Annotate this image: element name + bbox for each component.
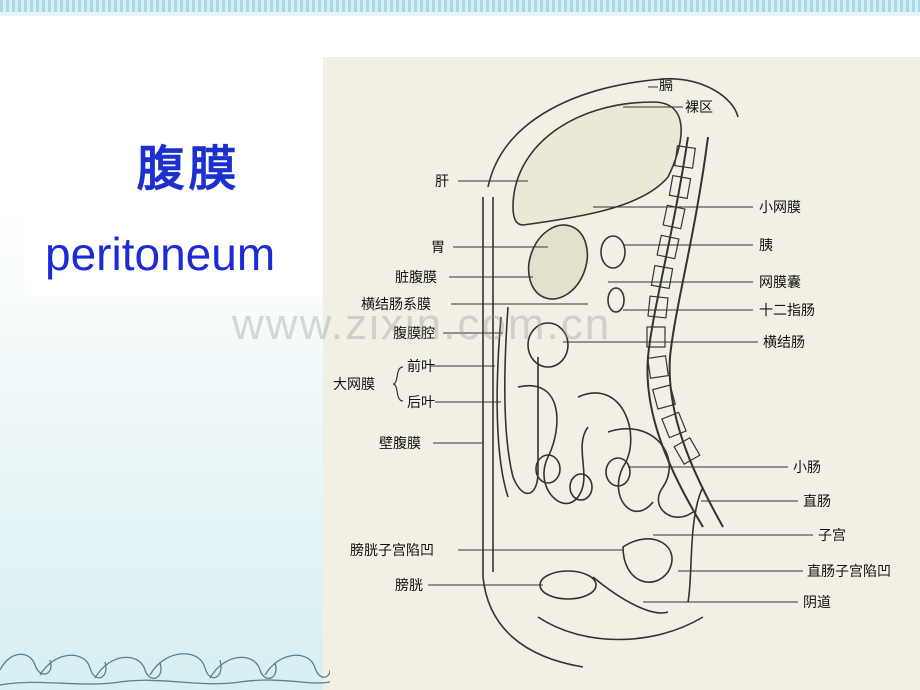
vertebrae — [646, 145, 701, 465]
greater-omentum-outer — [496, 316, 509, 498]
uterus-shape — [622, 538, 673, 583]
intestine-section-1 — [535, 454, 561, 484]
title-box: 腹膜 peritoneum — [25, 91, 352, 296]
label-anterior-layer: 前叶 — [407, 358, 435, 375]
pancreas-shape — [600, 235, 626, 269]
diaphragm-line — [487, 78, 739, 188]
label-uterus: 子宫 — [818, 528, 846, 544]
watermark: www.zixin.com.cn — [232, 300, 612, 349]
intestine-section-3 — [605, 457, 631, 487]
label-transverse-colon: 横结肠 — [763, 335, 805, 351]
title-chinese: 腹膜 — [136, 141, 241, 197]
label-diaphragm: 膈 — [659, 78, 673, 94]
intestine-section-2 — [569, 473, 593, 501]
peritoneum-diagram: 膈 裸区 肝 小网膜 胃 胰 脏腹膜 网膜囊 横结肠系膜 十二指肠 腹膜腔 横结… — [333, 78, 891, 668]
duodenum-shape — [607, 287, 625, 313]
label-transverse-mesocolon: 横结肠系膜 — [361, 297, 431, 313]
label-small-intestine: 小肠 — [793, 460, 821, 476]
wave-decoration — [0, 653, 330, 686]
omentum-brace — [392, 366, 404, 402]
stomach-shape — [527, 224, 589, 300]
label-lesser-omentum: 小网膜 — [759, 200, 801, 216]
label-rectouterine-pouch: 直肠子宫陷凹 — [807, 563, 891, 580]
title-english: peritoneum — [45, 228, 276, 280]
intestine-loop-a — [517, 384, 589, 505]
label-vesicouterine-pouch: 膀胱子宫陷凹 — [350, 542, 434, 559]
label-greater-omentum: 大网膜 — [333, 377, 375, 393]
anatomy-figure: 膈 裸区 肝 小网膜 胃 胰 脏腹膜 网膜囊 横结肠系膜 十二指肠 腹膜腔 横结… — [323, 57, 920, 690]
label-parietal-peritoneum: 壁腹膜 — [379, 435, 421, 452]
vagina-line — [592, 576, 669, 614]
transverse-colon-shape — [527, 322, 569, 368]
label-duodenum: 十二指肠 — [759, 303, 815, 319]
pelvic-floor — [537, 616, 704, 641]
label-posterior-layer: 后叶 — [407, 395, 435, 411]
top-decorative-band — [0, 0, 920, 12]
liver-shape — [512, 101, 682, 226]
intestine-loop-b — [577, 392, 654, 513]
label-rectum: 直肠 — [803, 493, 831, 510]
top-decorative-strip — [0, 12, 920, 16]
label-liver: 肝 — [435, 174, 449, 190]
label-peritoneal-cavity: 腹膜腔 — [393, 325, 435, 342]
label-omental-bursa: 网膜囊 — [759, 274, 801, 291]
intestine-loop-c — [607, 427, 694, 518]
spine-anterior — [646, 136, 704, 528]
label-pancreas: 胰 — [759, 238, 773, 254]
label-bladder: 膀胱 — [395, 577, 423, 594]
label-bare-area: 裸区 — [685, 100, 713, 116]
leader-lines — [428, 86, 813, 603]
greater-omentum-fold — [503, 306, 539, 495]
spine-posterior — [668, 136, 724, 528]
label-stomach: 胃 — [431, 240, 445, 256]
rectum-shape — [687, 486, 704, 603]
label-visceral-peritoneum: 脏腹膜 — [395, 269, 437, 286]
bladder-shape — [539, 570, 597, 600]
label-vagina: 阴道 — [803, 595, 831, 611]
